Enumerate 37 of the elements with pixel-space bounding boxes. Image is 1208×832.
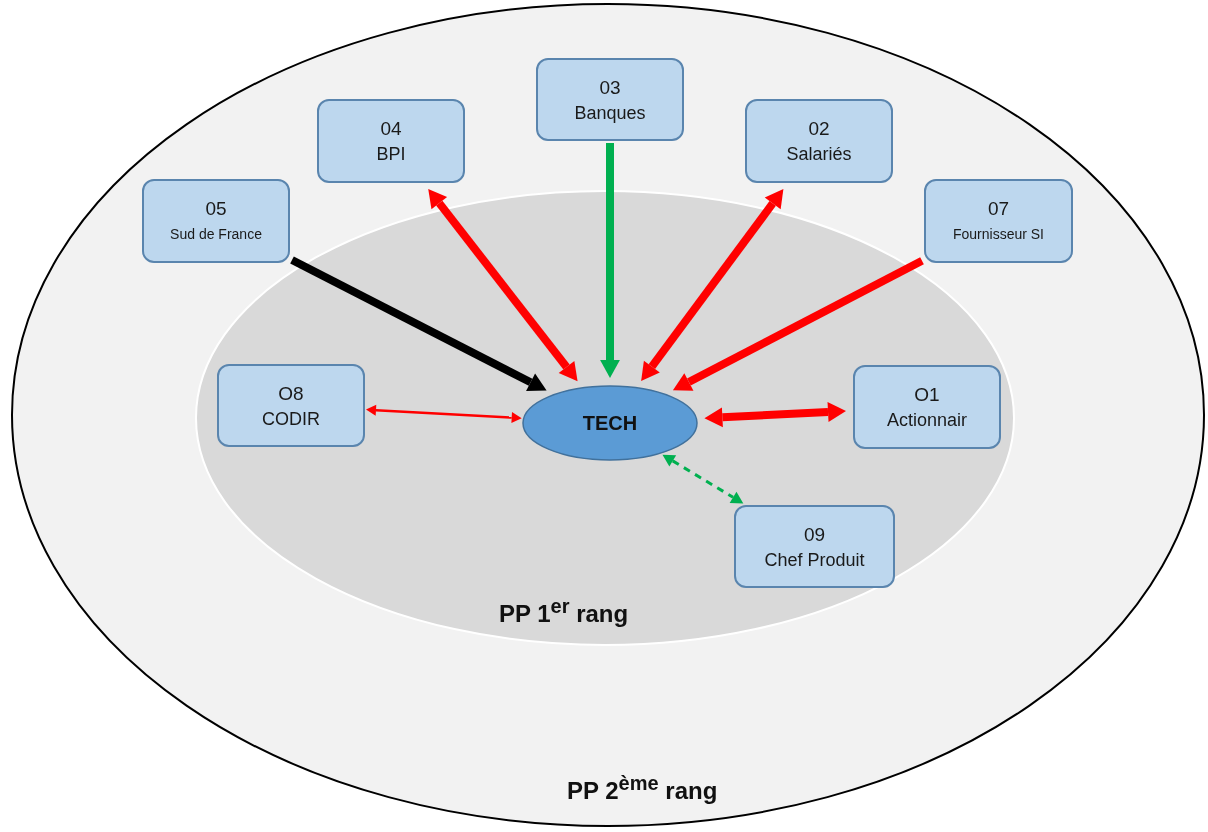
stakeholder-box — [217, 364, 365, 447]
double-arrow — [662, 454, 744, 504]
box-label: Fournisseur SI — [952, 225, 1044, 244]
box-label: Salariés — [786, 143, 852, 166]
arrow — [290, 256, 547, 392]
box-number: 05 — [205, 197, 227, 221]
stakeholder-box — [142, 179, 290, 263]
stakeholder-box — [853, 365, 1001, 449]
box-label: Actionnair — [886, 409, 967, 432]
box-number: O8 — [278, 381, 304, 406]
stakeholder-box — [745, 99, 893, 183]
box-number: 09 — [803, 522, 826, 547]
stakeholder-box — [536, 58, 684, 141]
double-arrow — [366, 404, 522, 424]
arrow — [672, 257, 924, 391]
box-label: Sud de France — [170, 225, 262, 244]
ring-label: PP 2$^{ème}$ rang — [567, 772, 718, 805]
stakeholder-ring — [11, 3, 1205, 827]
center-label: TECH — [582, 411, 638, 435]
box-number: 07 — [987, 197, 1010, 221]
double-arrow — [704, 402, 846, 428]
box-label: BPI — [376, 143, 406, 166]
double-arrow — [641, 189, 784, 381]
double-arrow — [428, 188, 578, 382]
box-number: 04 — [380, 117, 402, 141]
stakeholder-box — [317, 99, 465, 183]
ring-label: PP 1$^{er}$ rang — [499, 595, 629, 628]
center-ellipse — [522, 385, 698, 461]
arrow — [600, 143, 620, 378]
stakeholder-box — [734, 505, 895, 588]
box-number: 02 — [808, 117, 830, 141]
box-label: CODIR — [262, 407, 320, 431]
box-label: Banques — [574, 101, 646, 125]
box-number: 03 — [599, 75, 621, 100]
box-label: Chef Produit — [764, 548, 865, 572]
stakeholder-box — [924, 179, 1073, 263]
box-number: O1 — [914, 383, 940, 407]
